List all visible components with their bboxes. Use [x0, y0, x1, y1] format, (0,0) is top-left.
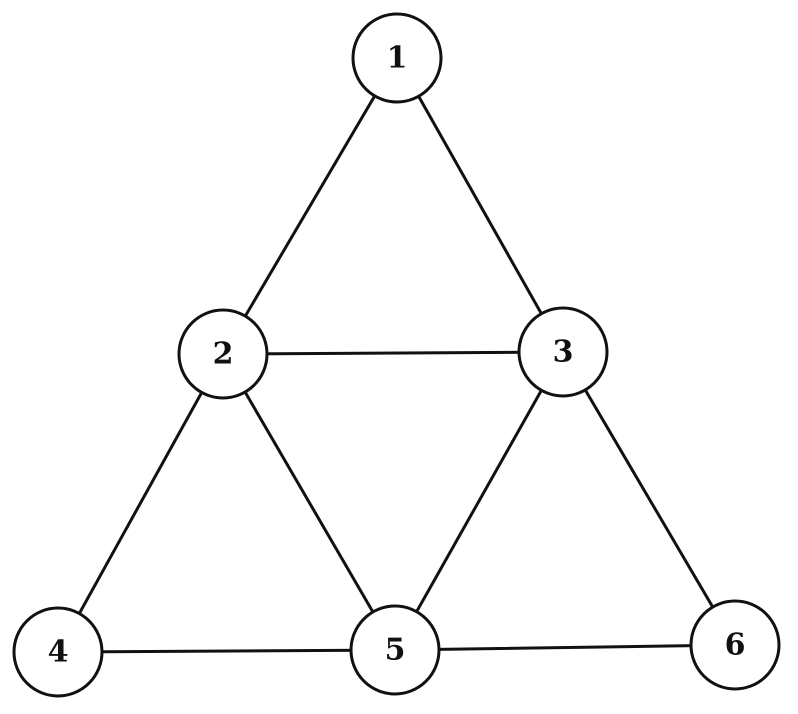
edge-3-6 [561, 350, 737, 647]
node-3: 3 [517, 306, 609, 398]
edge-2-5 [221, 352, 397, 652]
node-label: 4 [48, 635, 69, 670]
edge-5-6 [393, 643, 737, 652]
node-circle [689, 599, 781, 691]
node-circle [12, 606, 104, 698]
edges-layer [56, 56, 737, 654]
node-label: 3 [553, 335, 574, 370]
node-circle [349, 604, 441, 696]
edge-3-5 [393, 350, 565, 652]
node-1: 1 [351, 12, 443, 104]
node-label: 2 [213, 337, 234, 372]
edge-4-5 [56, 648, 397, 654]
node-label: 5 [385, 633, 406, 668]
node-5: 5 [349, 604, 441, 696]
node-4: 4 [12, 606, 104, 698]
edge-1-3 [395, 56, 565, 354]
edge-2-3 [221, 350, 565, 356]
node-2: 2 [177, 308, 269, 400]
edge-1-2 [221, 56, 399, 356]
node-6: 6 [689, 599, 781, 691]
node-circle [351, 12, 443, 104]
nodes-layer: 1 2 3 4 5 6 [12, 12, 781, 698]
node-circle [177, 308, 269, 400]
node-label: 6 [725, 628, 746, 663]
node-circle [517, 306, 609, 398]
node-label: 1 [387, 41, 408, 76]
edge-2-4 [56, 352, 225, 654]
